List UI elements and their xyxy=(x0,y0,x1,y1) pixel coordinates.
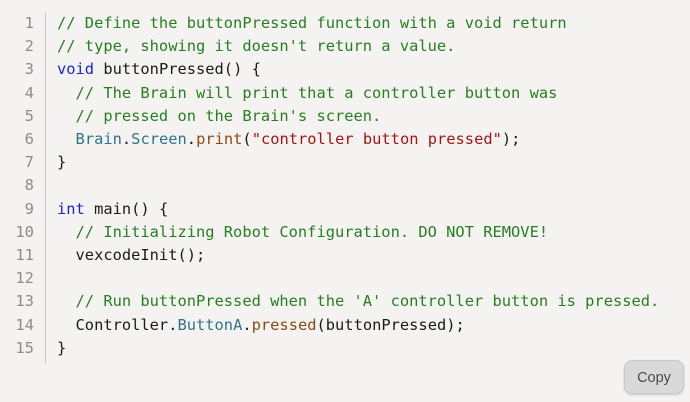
line-number: 2 xyxy=(24,37,34,56)
line-number: 6 xyxy=(24,130,34,148)
line-number: 9 xyxy=(24,199,34,218)
code-line: void buttonPressed() { xyxy=(57,58,261,81)
copy-button[interactable]: Copy xyxy=(624,360,684,394)
code-token: pressed xyxy=(251,315,317,334)
code-token: "controller button pressed" xyxy=(251,130,502,148)
code-line: // The Brain will print that a controlle… xyxy=(57,82,558,105)
line-number: 5 xyxy=(24,106,34,125)
code-line: // pressed on the Brain's screen. xyxy=(57,105,382,128)
code-token: // Define the buttonPressed function wit… xyxy=(57,14,567,32)
code-line: // type, showing it doesn't return a val… xyxy=(57,35,455,58)
code-token: ); xyxy=(501,130,521,148)
code-token: Controller. xyxy=(57,315,178,334)
code-token: int xyxy=(57,199,85,218)
code-line: vexcodeInit(); xyxy=(57,244,206,267)
line-number: 12 xyxy=(15,269,34,288)
code-token: // Run buttonPressed when the 'A' contro… xyxy=(57,292,660,311)
line-number: 7 xyxy=(24,153,34,172)
code-token: . xyxy=(121,130,132,148)
code-token: // pressed on the Brain's screen. xyxy=(57,106,382,125)
line-number: 14 xyxy=(15,315,34,334)
code-line: } xyxy=(57,151,66,174)
code-line: // Run buttonPressed when the 'A' contro… xyxy=(57,290,660,313)
code-token: print xyxy=(196,130,243,148)
line-number: 13 xyxy=(15,292,34,311)
code-token: . xyxy=(242,315,252,334)
code-token: main() { xyxy=(84,199,169,218)
code-line: } xyxy=(57,337,66,360)
code-line: int main() { xyxy=(57,198,168,221)
code-line: Controller.ButtonA.pressed(buttonPressed… xyxy=(57,314,465,337)
line-number: 8 xyxy=(24,176,34,195)
code-token xyxy=(57,130,76,148)
line-number: 3 xyxy=(24,60,34,79)
code-token: (buttonPressed); xyxy=(316,315,465,334)
code-line: Brain.Screen.print("controller button pr… xyxy=(57,128,521,151)
code-token: } xyxy=(57,153,67,172)
line-number: 1 xyxy=(24,14,34,32)
code-token: // Initializing Robot Configuration. DO … xyxy=(57,222,549,241)
code-token: . xyxy=(186,130,197,148)
code-line: // Define the buttonPressed function wit… xyxy=(57,12,567,35)
code-token: Brain xyxy=(75,130,122,148)
line-number: 10 xyxy=(15,222,34,241)
code-line: // Initializing Robot Configuration. DO … xyxy=(57,221,549,244)
code-token: Screen xyxy=(131,130,187,148)
code-token: } xyxy=(57,338,67,357)
code-token: // type, showing it doesn't return a val… xyxy=(57,37,456,56)
code-token: void xyxy=(57,60,95,79)
line-number: 11 xyxy=(15,246,34,264)
code-token: vexcodeInit(); xyxy=(57,246,206,264)
code-token: // The Brain will print that a controlle… xyxy=(57,83,558,102)
code-token: ( xyxy=(242,130,252,148)
line-number: 15 xyxy=(15,338,34,357)
code-token: ButtonA xyxy=(177,315,243,334)
code-token: buttonPressed() { xyxy=(94,60,261,79)
line-number: 4 xyxy=(24,83,34,102)
